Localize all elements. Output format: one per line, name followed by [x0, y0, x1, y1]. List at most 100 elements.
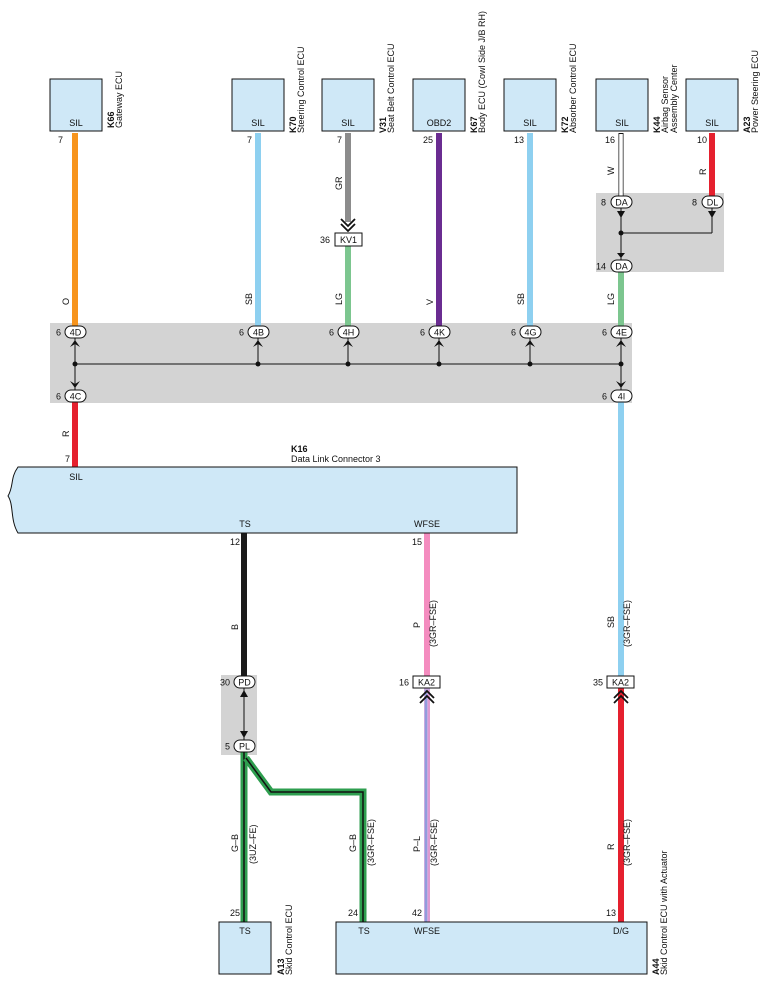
- connector-id: PD: [238, 678, 251, 688]
- wire-label-p-l: P–L: [412, 836, 422, 852]
- component-name: Absorber Control ECU: [568, 43, 578, 133]
- pin-number: 6: [56, 328, 61, 338]
- wire-label-o: O: [61, 298, 71, 305]
- ecu-k44: SIL 16 K44 Airbag Sensor Assembly Center: [595, 64, 679, 145]
- component-code: K72: [560, 116, 570, 133]
- terminal-label: TS: [239, 519, 251, 529]
- terminal-label: WFSE: [414, 926, 440, 936]
- wire-label-b: B: [230, 624, 240, 630]
- terminal-label: SIL: [615, 118, 629, 128]
- terminal-label: D/G: [613, 926, 629, 936]
- component-name: Skid Control ECU: [284, 904, 294, 975]
- wire-label-sb: SB: [244, 293, 254, 305]
- wire-label-r: R: [61, 430, 71, 437]
- component-code: K67: [469, 116, 479, 133]
- terminal-label: SIL: [69, 118, 83, 128]
- connector-4k: 4K 6: [420, 325, 451, 347]
- component-code: V31: [378, 117, 388, 133]
- terminal-label: SIL: [523, 118, 537, 128]
- pin-number: 7: [247, 135, 252, 145]
- component-name-line2: Assembly Center: [669, 64, 679, 133]
- connector-id: 4C: [70, 392, 82, 402]
- ecu-k67: OBD2 25 K67 Body ECU (Cowl Side J/B RH): [412, 11, 487, 145]
- component-code: K16: [291, 444, 308, 454]
- pin-number: 30: [220, 678, 230, 688]
- connector-id: DA: [615, 262, 628, 272]
- wire-label-r: R: [698, 168, 708, 175]
- pin-number: 6: [511, 328, 516, 338]
- terminal-label: SIL: [705, 118, 719, 128]
- pin-number: 15: [412, 537, 422, 547]
- dlc-k16: K16 Data Link Connector 3 7 SIL TS 12 WF…: [7, 444, 518, 547]
- connector-ka2-16: KA2 16: [399, 675, 441, 704]
- connector-4d: 4D 6: [56, 325, 87, 347]
- connector-id: DA: [615, 198, 628, 208]
- component-name: Power Steering ECU: [750, 50, 760, 133]
- component-name: Gateway ECU: [114, 71, 124, 128]
- connector-ka2-35: KA2 35: [593, 675, 635, 704]
- terminal-label: SIL: [69, 472, 83, 482]
- connector-4g: 4G 6: [511, 325, 542, 347]
- pin-number: 6: [602, 392, 607, 402]
- component-name-line1: Airbag Sensor: [660, 76, 670, 133]
- wire-note: (3GR–FSE): [429, 819, 439, 866]
- pin-number: 16: [399, 678, 409, 688]
- component-name: Steering Control ECU: [296, 46, 306, 133]
- wire-note: (3GR–FSE): [428, 600, 438, 647]
- connector-da-bottom: DA 14: [596, 253, 633, 273]
- wire-label-lg: LG: [334, 293, 344, 305]
- connector-pd: PD 30: [220, 675, 256, 697]
- pin-number: 36: [320, 235, 330, 245]
- connector-id: 4H: [343, 328, 355, 338]
- terminal-label: TS: [358, 926, 370, 936]
- terminal-label: OBD2: [427, 118, 452, 128]
- connector-id: 4I: [618, 392, 626, 402]
- wire-note: (3GR–FSE): [366, 819, 376, 866]
- connector-da-top: DA 8: [601, 195, 633, 218]
- component-code: A44: [651, 958, 661, 975]
- connector-id: 4E: [616, 328, 627, 338]
- connector-4i: 4I 6: [602, 381, 633, 403]
- wire-label-g-b: G–B: [230, 834, 240, 852]
- terminal-label: WFSE: [414, 519, 440, 529]
- connector-id: DL: [707, 198, 719, 208]
- connector-id: 4D: [70, 328, 82, 338]
- wire-green-black-a44: [243, 755, 367, 922]
- pin-number: 14: [596, 262, 606, 272]
- pin-number: 8: [692, 198, 697, 208]
- component-name: Seat Belt Control ECU: [386, 43, 396, 133]
- pin-number: 16: [605, 135, 615, 145]
- ecu-a13: TS 25 A13 Skid Control ECU: [218, 904, 294, 975]
- connector-4b: 4B 6: [239, 325, 270, 347]
- pin-number: 6: [56, 392, 61, 402]
- wire-pink-blue: [424, 688, 430, 922]
- connector-pl: PL 5: [225, 731, 256, 753]
- pin-number: 24: [348, 908, 358, 918]
- component-name: Body ECU (Cowl Side J/B RH): [477, 11, 487, 133]
- wire-note: (3UZ–FE): [248, 824, 258, 864]
- pin-number: 8: [601, 198, 606, 208]
- wire-note: (3GR–FSE): [622, 819, 632, 866]
- component-code: A23: [742, 116, 752, 133]
- ecu-a23: SIL 10 A23 Power Steering ECU: [685, 50, 760, 145]
- connector-kv1: KV1 36: [320, 218, 363, 247]
- pin-number: 7: [58, 135, 63, 145]
- terminal-label: SIL: [341, 118, 355, 128]
- pin-number: 6: [329, 328, 334, 338]
- wire-label-w: W: [606, 166, 616, 175]
- connector-4c: 4C 6: [56, 381, 87, 403]
- wire-label-lg: LG: [606, 293, 616, 305]
- ecu-k70: SIL 7 K70 Steering Control ECU: [231, 46, 306, 145]
- pin-number: 25: [230, 908, 240, 918]
- pin-number: 35: [593, 678, 603, 688]
- ecu-k72: SIL 13 K72 Absorber Control ECU: [503, 43, 578, 145]
- component-code: K44: [652, 116, 662, 133]
- connector-id: 4B: [253, 328, 264, 338]
- component-code: A13: [276, 958, 286, 975]
- pin-number: 25: [423, 135, 433, 145]
- connector-id: KV1: [340, 235, 357, 245]
- terminal-label: TS: [239, 926, 251, 936]
- connector-id: PL: [239, 742, 250, 752]
- pin-number: 10: [697, 135, 707, 145]
